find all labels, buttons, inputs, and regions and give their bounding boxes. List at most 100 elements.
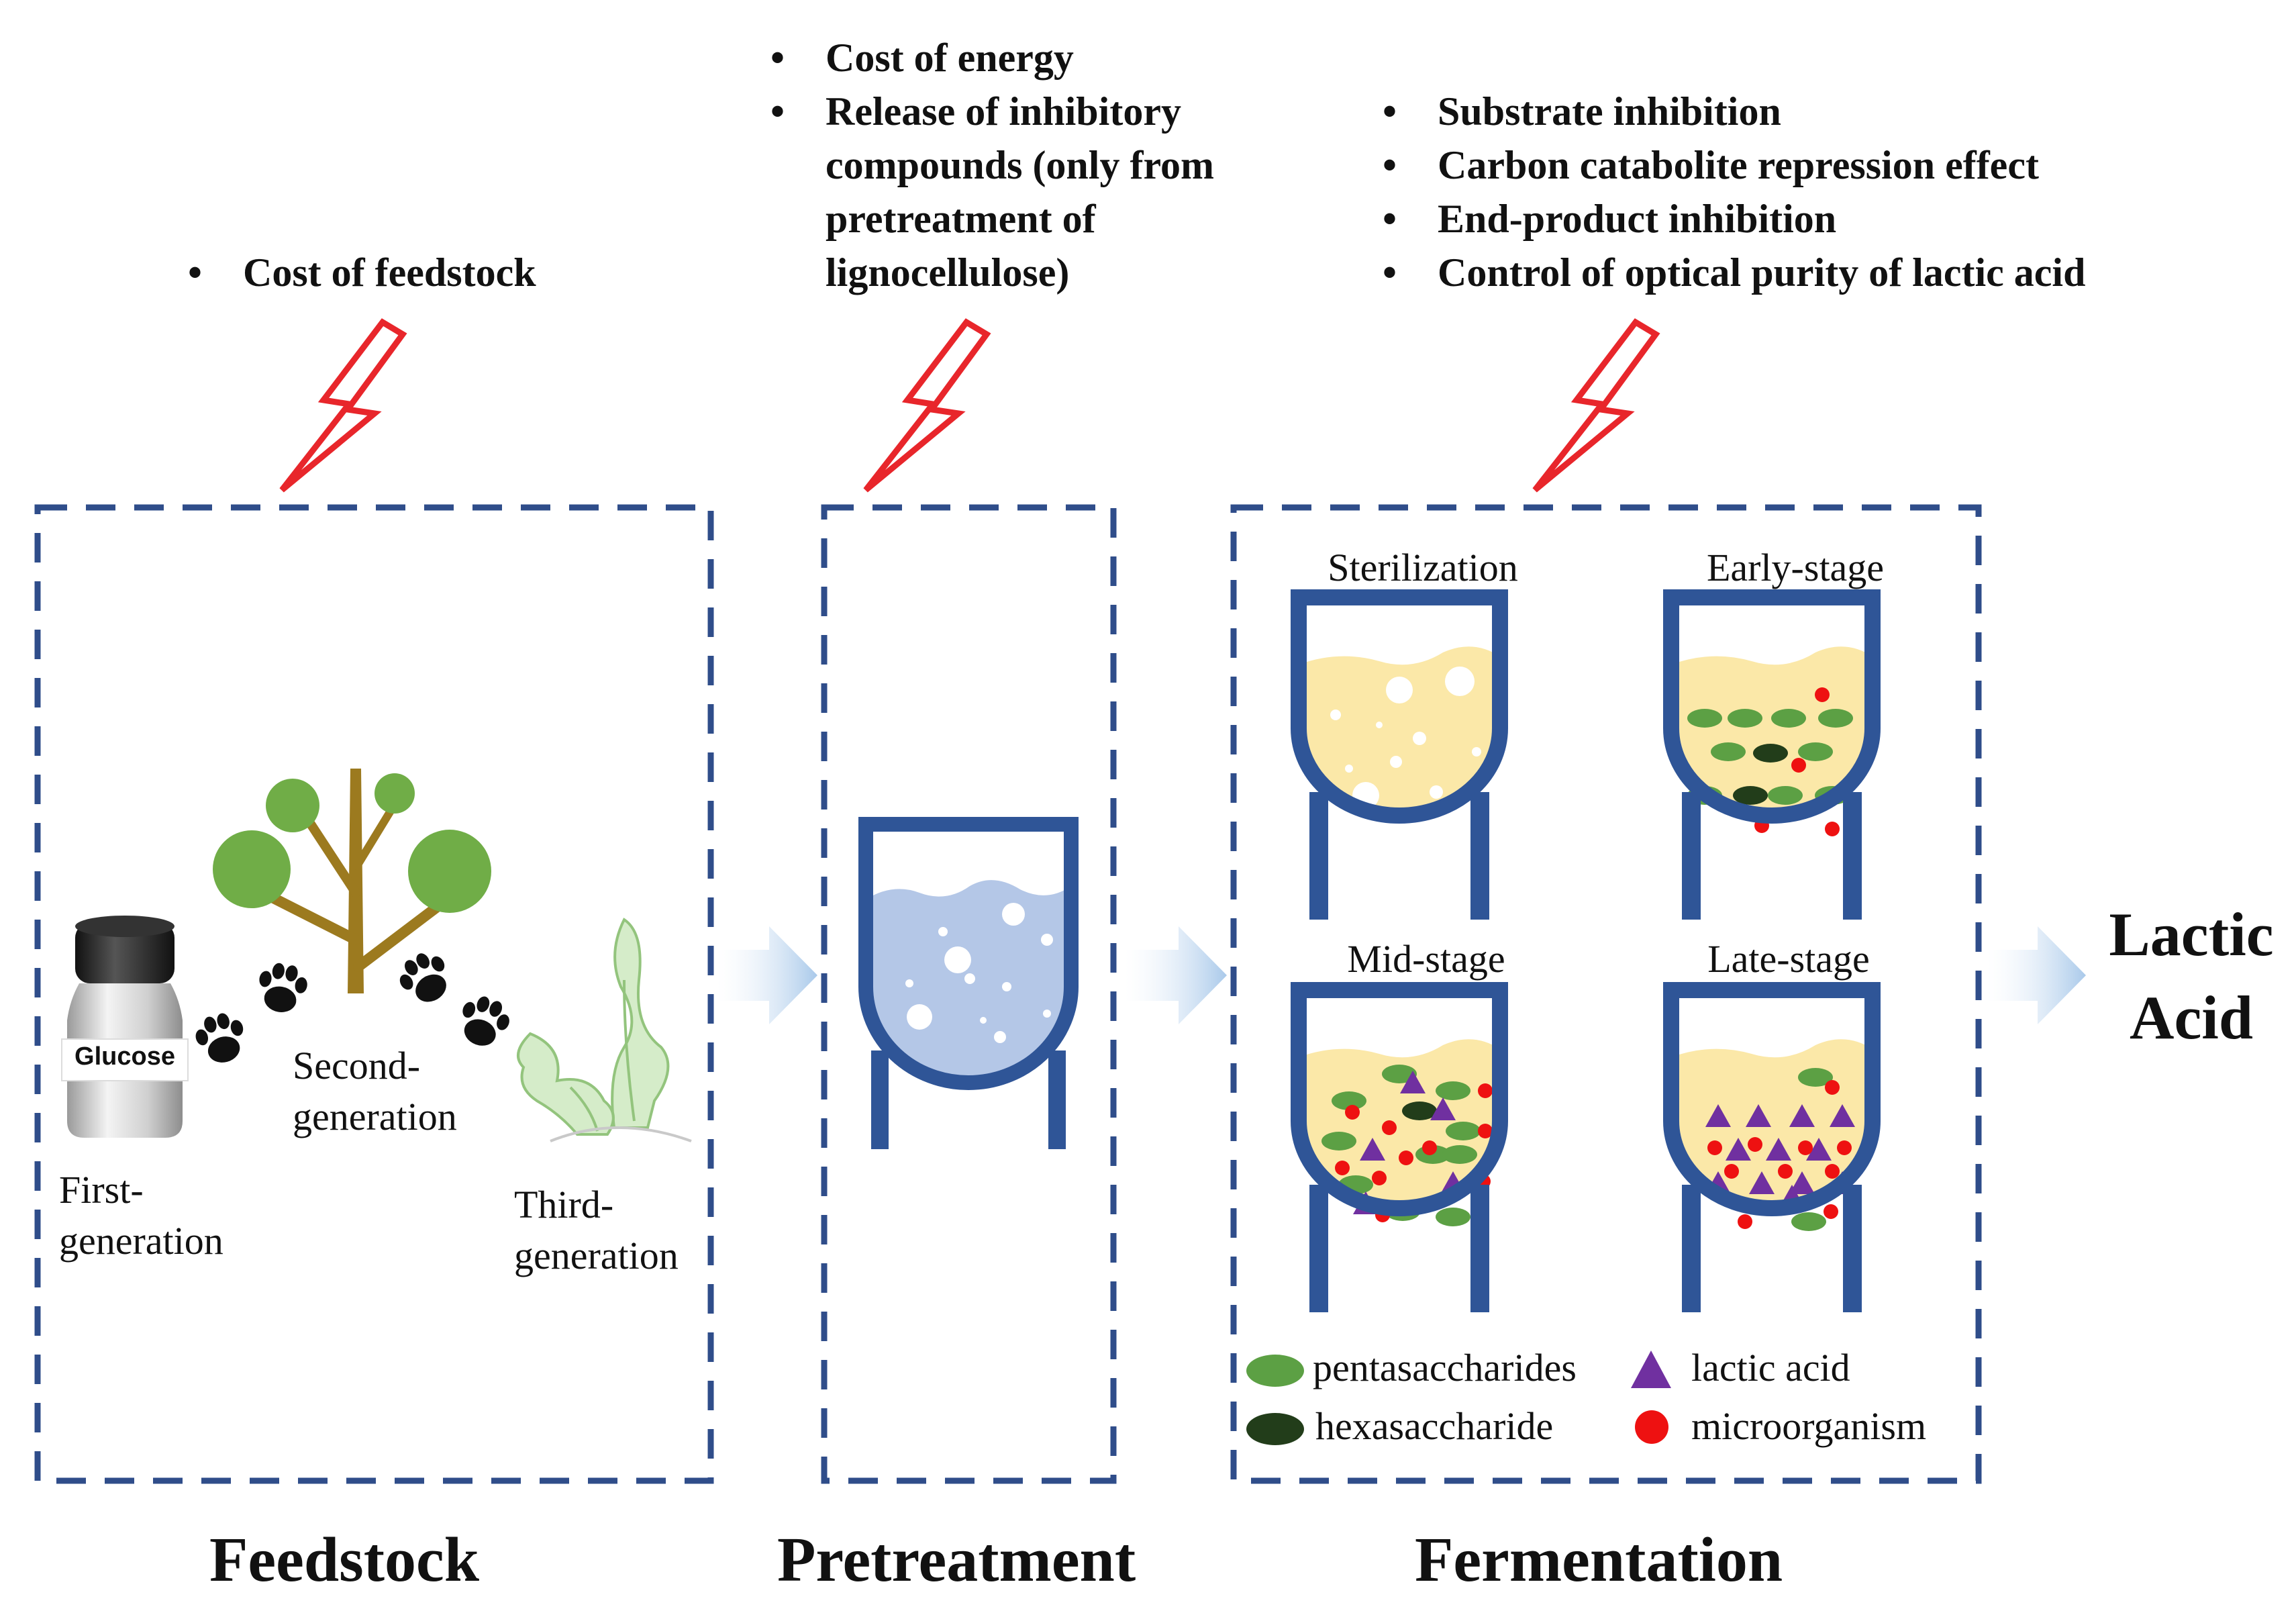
paw-icon <box>392 945 458 1012</box>
pentasaccharide-mark <box>1768 786 1803 805</box>
legend-microorganism-symbol <box>1635 1410 1668 1444</box>
pentasaccharide-mark <box>1798 1068 1833 1087</box>
glucose-bottle-label: Glucose <box>74 1042 175 1071</box>
microorganism-dot <box>1738 1214 1752 1229</box>
legend-pentasaccharides-symbol <box>1246 1355 1304 1387</box>
stage-title-fermentation: Fermentation <box>1415 1525 1783 1595</box>
pentasaccharide-mark <box>1332 1091 1366 1110</box>
lactic-acid-mark <box>1705 1104 1731 1127</box>
microorganism-dot <box>1707 1140 1722 1155</box>
glucose-bottle-icon <box>61 916 189 1138</box>
fermentation-challenges: Substrate inhibition Carbon catabolite r… <box>1383 85 2085 299</box>
paw-icon <box>191 1009 251 1069</box>
fermentation-tank-sterilization <box>1291 589 1508 920</box>
lactic-acid-mark <box>1830 1104 1855 1127</box>
microorganism-dot <box>1478 1083 1493 1098</box>
arrow-feedstock-to-pretreatment <box>717 926 817 1024</box>
lightning-icon-fermentation <box>1535 322 1656 490</box>
microorganism-dot <box>1824 1204 1838 1219</box>
bubble <box>1345 765 1353 773</box>
microorganism-dot <box>1399 1151 1413 1165</box>
product-line: Lactic <box>2109 900 2274 969</box>
lactic-acid-mark <box>1430 1097 1456 1120</box>
product-line: Acid <box>2130 983 2253 1052</box>
lactic-acid-mark <box>1766 1138 1791 1161</box>
second-generation-label: Second- generation <box>293 1040 457 1142</box>
bubble <box>1413 732 1426 745</box>
bubble <box>1472 747 1481 756</box>
microorganism-dot <box>1815 687 1830 702</box>
lactic-acid-mark <box>1360 1138 1385 1161</box>
pentasaccharide-mark <box>1436 1081 1470 1100</box>
legend-microorganism-label: microorganism <box>1691 1404 1927 1448</box>
label-line: generation <box>514 1234 679 1277</box>
hexasaccharide-mark <box>1402 1102 1437 1120</box>
challenge-item: End-product inhibition <box>1383 192 2085 246</box>
pentasaccharide-mark <box>1818 709 1853 728</box>
arrow-pretreatment-to-fermentation <box>1124 926 1227 1024</box>
pentasaccharide-mark <box>1771 709 1806 728</box>
pentasaccharide-mark <box>1711 742 1746 761</box>
fermentation-frame <box>1230 504 1982 1484</box>
lightning-icon-pretreatment <box>866 322 987 490</box>
label-line: First- <box>59 1168 144 1212</box>
legend-hexasaccharide-symbol <box>1246 1413 1304 1445</box>
bubble <box>1430 785 1443 799</box>
pentasaccharide-mark <box>1321 1132 1356 1151</box>
pentasaccharide-mark <box>1436 1208 1470 1226</box>
bubble <box>1386 677 1413 703</box>
pretreatment-tank <box>858 817 1079 1149</box>
pentasaccharide-mark <box>1382 1065 1417 1083</box>
pretreatment-challenges: Cost of energy Release of inhibitory com… <box>770 31 1268 299</box>
lactic-acid-mark <box>1746 1104 1771 1127</box>
lightning-icon-feedstock <box>282 322 403 490</box>
lactic-acid-mark <box>1789 1104 1815 1127</box>
label-line: generation <box>293 1095 457 1138</box>
challenge-item: Carbon catabolite repression effect <box>1383 138 2085 192</box>
lactic-acid-mark <box>1400 1071 1426 1093</box>
bubble <box>1330 709 1341 720</box>
legend-pentasaccharides-label: pentasaccharides <box>1313 1346 1577 1389</box>
seaweed-icon <box>517 918 692 1142</box>
microorganism-dot <box>1825 1080 1840 1095</box>
paw-icon <box>452 991 515 1053</box>
challenge-item: Release of inhibitory compounds (only fr… <box>770 85 1268 299</box>
microorganism-dot <box>1798 1140 1813 1155</box>
label-line: Third- <box>514 1183 614 1226</box>
lactic-acid-mark <box>1806 1138 1832 1161</box>
microorganism-dot <box>1382 1120 1397 1135</box>
bubble <box>1376 722 1383 728</box>
challenge-item: Control of optical purity of lactic acid <box>1383 246 2085 299</box>
challenge-item: Cost of feedstock <box>188 246 536 299</box>
microorganism-dot <box>1422 1140 1437 1155</box>
third-generation-label: Third- generation <box>514 1179 679 1281</box>
fermentation-tank-mid-stage <box>1291 982 1508 1312</box>
legend-hexasaccharide-label: hexasaccharide <box>1315 1404 1554 1448</box>
pentasaccharide-mark <box>1442 1145 1477 1164</box>
microorganism-dot <box>1837 1140 1852 1155</box>
pentasaccharide-mark <box>1687 709 1722 728</box>
pentasaccharide-mark <box>1728 709 1762 728</box>
bubble <box>1452 815 1460 823</box>
arrow-fermentation-to-product <box>1987 926 2086 1024</box>
lactic-acid-mark <box>1726 1138 1751 1161</box>
legend-lactic-acid-symbol <box>1631 1351 1671 1388</box>
microorganism-dot <box>1791 758 1806 773</box>
microorganism-dot <box>1825 1164 1840 1179</box>
microorganism-dot <box>1335 1161 1350 1175</box>
bubble <box>1390 756 1402 768</box>
pentasaccharide-mark <box>1791 1212 1826 1231</box>
hexasaccharide-mark <box>1733 786 1768 805</box>
stage-title-pretreatment: Pretreatment <box>777 1525 1136 1595</box>
stage-label-sterilization: Sterilization <box>1328 546 1518 589</box>
microorganism-dot <box>1478 1124 1493 1138</box>
paw-icon <box>254 960 311 1016</box>
microorganism-dot <box>1825 822 1840 836</box>
pentasaccharide-mark <box>1446 1122 1481 1140</box>
stage-label-early: Early-stage <box>1706 546 1885 589</box>
microorganism-dot <box>1345 1105 1360 1120</box>
label-line: generation <box>59 1219 223 1263</box>
challenge-item: Cost of energy <box>770 31 1268 85</box>
fermentation-tank-late-stage <box>1663 982 1881 1312</box>
feedstock-challenges: Cost of feedstock <box>188 246 536 299</box>
